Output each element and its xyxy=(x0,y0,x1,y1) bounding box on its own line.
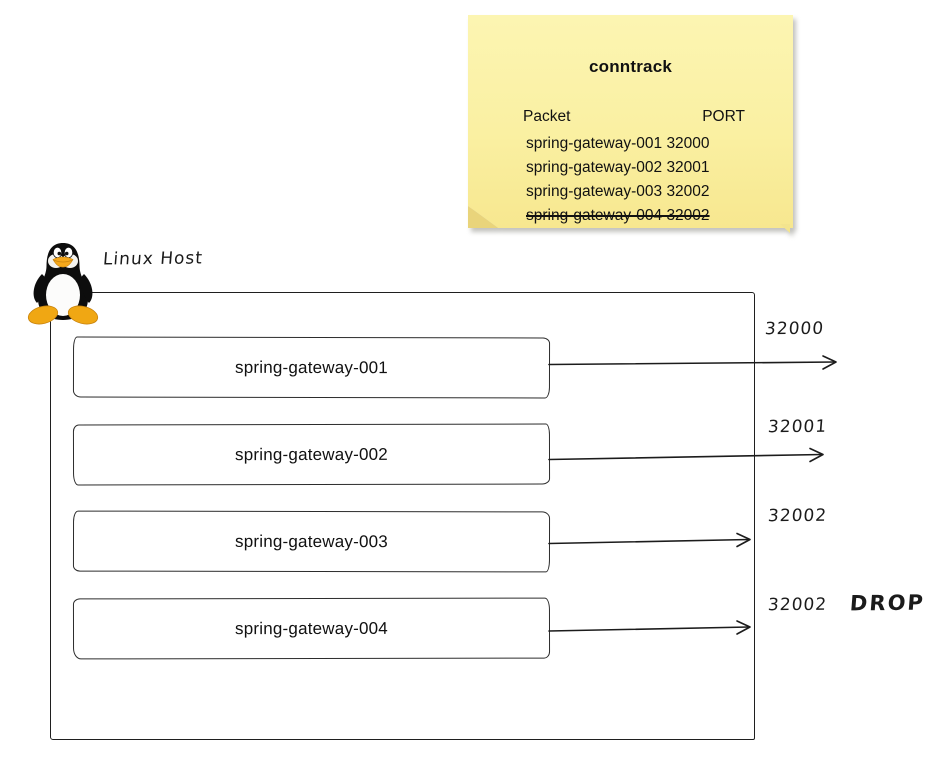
tux-belly xyxy=(46,274,80,316)
note-table-header: Packet PORT xyxy=(523,108,745,126)
port-label-1: 32000 xyxy=(764,318,825,340)
note-row: spring-gateway-001 32000 xyxy=(526,135,710,152)
note-row: spring-gateway-003 32002 xyxy=(526,183,710,200)
note-row: spring-gateway-002 32001 xyxy=(526,159,710,176)
gateway-box-2: spring-gateway-002 xyxy=(72,423,551,486)
tux-wing-left xyxy=(33,274,48,303)
tux-foot-left xyxy=(27,305,59,325)
sticky-note-paper xyxy=(468,15,793,228)
note-row-struck: spring-gateway-004 32002 xyxy=(526,207,710,224)
port-label-3: 32002 xyxy=(767,505,828,527)
note-title: conntrack xyxy=(588,57,673,76)
sticky-note-corner-flap xyxy=(780,224,790,233)
port-label-4: 32002 xyxy=(767,594,828,616)
gateway-label: spring-gateway-001 xyxy=(235,357,388,377)
gateway-box-4: spring-gateway-004 xyxy=(72,597,551,660)
port-label-2: 32001 xyxy=(767,416,828,438)
note-header-packet: Packet xyxy=(523,108,571,125)
gateway-box-3: spring-gateway-003 xyxy=(72,510,551,573)
linux-host-box xyxy=(50,292,755,740)
tux-beak-line xyxy=(53,259,73,263)
tux-penguin-icon xyxy=(27,243,99,325)
tux-wing-right xyxy=(78,274,93,303)
linux-host-label: Linux Host xyxy=(102,248,204,270)
tux-pupil-left xyxy=(57,251,62,256)
tux-pupil-right xyxy=(64,251,69,256)
gateway-label: spring-gateway-002 xyxy=(235,444,388,464)
note-table-rows: spring-gateway-001 32000 spring-gateway-… xyxy=(526,132,710,228)
gateway-label: spring-gateway-003 xyxy=(235,531,388,551)
drop-label: DROP xyxy=(849,590,926,616)
gateway-label: spring-gateway-004 xyxy=(235,618,388,638)
note-header-port: PORT xyxy=(702,108,745,125)
tux-foot-right xyxy=(67,305,99,325)
gateway-box-1: spring-gateway-001 xyxy=(72,336,551,399)
conntrack-sticky-note: conntrack Packet PORT spring-gateway-001… xyxy=(468,15,793,233)
